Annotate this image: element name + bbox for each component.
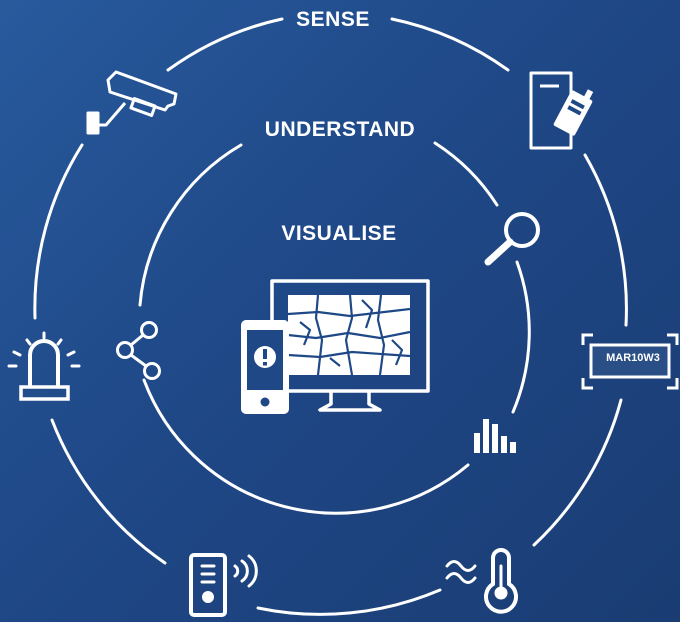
middle-ring-arc-top-right [433, 141, 499, 207]
license-plate-text: MAR10W3 [606, 352, 660, 364]
body-camera-icon [529, 71, 594, 150]
visualise-label: VISUALISE [281, 222, 397, 245]
thermometer-icon [445, 548, 518, 614]
license-plate-icon [581, 333, 679, 390]
bar-chart-icon [474, 419, 516, 453]
alarm-beacon-icon [7, 331, 81, 401]
outer-ring-arc-left [33, 143, 84, 320]
outer-ring-arc-right-upper [583, 153, 628, 327]
sensor-device-icon [189, 553, 258, 617]
understand-label: UNDERSTAND [264, 118, 416, 141]
middle-ring-arc-right [511, 260, 531, 414]
monitor-map-icon [270, 279, 430, 412]
outer-ring-arc-top-left [166, 17, 284, 72]
mobile-alert-icon [241, 320, 289, 414]
outer-ring-arc-bottom-left [50, 418, 167, 565]
cctv-camera-icon [86, 70, 178, 135]
outer-ring-arc-bottom [256, 588, 442, 616]
middle-ring-arc-top-left [138, 143, 243, 307]
outer-ring-arc-top-right [390, 17, 510, 72]
outer-ring-arc-right-lower [532, 398, 623, 547]
magnifier-icon [484, 212, 540, 266]
middle-ring-arc-bottom [142, 378, 470, 515]
sense-label: SENSE [296, 8, 370, 31]
share-icon [116, 321, 161, 380]
